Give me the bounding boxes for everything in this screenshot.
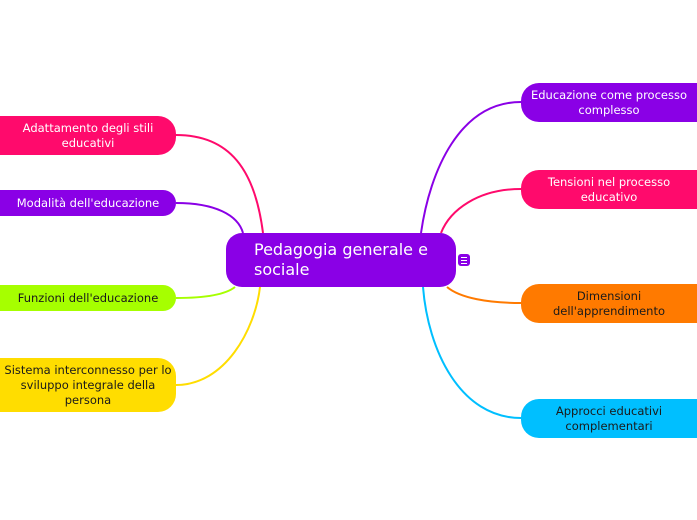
topic-funzioni-educazione[interactable]: Funzioni dell'educazione [0, 285, 176, 311]
topic-label: Funzioni dell'educazione [17, 290, 159, 305]
topic-sistema-interconnesso[interactable]: Sistema interconnesso per lo sviluppo in… [0, 358, 176, 412]
connector-right-2 [440, 188, 522, 234]
topic-educazione-processo-complesso[interactable]: Educazione come processo complesso [521, 83, 697, 122]
topic-modalita-educazione[interactable]: Modalità dell'educazione [0, 190, 176, 216]
connector-left-2 [175, 202, 244, 234]
connector-left-4 [175, 286, 261, 386]
topic-dimensioni-apprendimento[interactable]: Dimensioni dell'apprendimento [521, 284, 697, 323]
central-topic-label: Pedagogia generale e sociale [254, 240, 428, 279]
topic-approcci-educativi-complementari[interactable]: Approcci educativi complementari [521, 399, 697, 438]
topic-label: Educazione come processo complesso [530, 87, 688, 117]
notes-icon[interactable] [458, 254, 470, 266]
connector-left-3 [175, 286, 236, 299]
topic-label: Modalità dell'educazione [16, 195, 160, 210]
connector-left-1 [175, 134, 264, 234]
topic-label: Adattamento degli stili educativi [22, 120, 154, 150]
topic-label: Sistema interconnesso per lo sviluppo in… [4, 362, 172, 407]
topic-label: Tensioni nel processo educativo [547, 174, 671, 204]
topic-label: Dimensioni dell'apprendimento [552, 288, 666, 318]
connector-right-1 [420, 101, 522, 234]
central-topic[interactable]: Pedagogia generale e sociale [226, 233, 456, 287]
connector-right-3 [446, 286, 522, 304]
topic-label: Approcci educativi complementari [555, 403, 663, 433]
topic-tensioni-processo-educativo[interactable]: Tensioni nel processo educativo [521, 170, 697, 209]
topic-adattamento-stili-educativi[interactable]: Adattamento degli stili educativi [0, 116, 176, 155]
connector-right-4 [422, 286, 522, 419]
